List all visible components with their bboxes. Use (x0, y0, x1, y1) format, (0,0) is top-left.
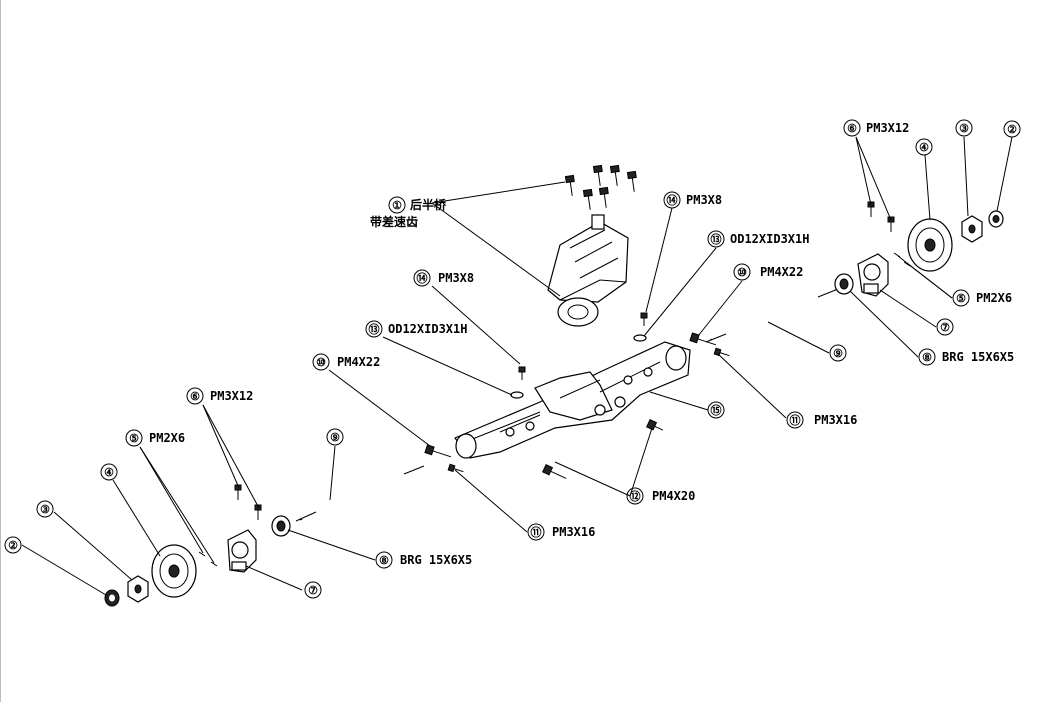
svg-text:PM3X8: PM3X8 (438, 271, 474, 285)
svg-text:OD12XID3X1H: OD12XID3X1H (730, 232, 809, 246)
svg-text:⑧: ⑧ (922, 351, 932, 364)
callout-11-right: ⑪ PM3X16 (786, 411, 857, 429)
callout-7-right: ⑦ (936, 318, 954, 336)
svg-text:PM2X6: PM2X6 (976, 291, 1012, 305)
callout-10-right: ⑩ PM4X22 (733, 263, 803, 281)
svg-text:OD12XID3X1H: OD12XID3X1H (388, 322, 467, 336)
callout-1: ① 后半桥 带差速齿 (370, 196, 447, 229)
right-bearing (834, 273, 854, 295)
callout-8-left: ⑧ BRG 15X6X5 (375, 551, 472, 569)
svg-text:PM4X22: PM4X22 (760, 265, 803, 279)
left-brake-disc (151, 544, 197, 598)
callout-3-right: ③ (955, 119, 973, 137)
svg-text:PM2X6: PM2X6 (149, 431, 185, 445)
svg-text:⑩: ⑩ (737, 266, 747, 279)
gearbox-screws (564, 164, 637, 210)
svg-text:⑥: ⑥ (190, 390, 200, 403)
callout-6-right: ⑥ PM3X12 (843, 119, 909, 137)
callout-13-right: ⑬ OD12XID3X1H (707, 230, 809, 248)
left-carrier-screws (234, 484, 262, 520)
svg-text:⑧: ⑧ (379, 554, 389, 567)
callout-15: ⑮ (707, 401, 725, 419)
left-bearing (271, 515, 291, 537)
callout-14-left: ⑭ PM3X8 (413, 269, 474, 287)
left-pins (198, 551, 218, 567)
svg-text:⑪: ⑪ (790, 413, 801, 427)
svg-text:BRG 15X6X5: BRG 15X6X5 (942, 350, 1014, 364)
svg-text:⑮: ⑮ (711, 403, 722, 417)
svg-text:BRG 15X6X5: BRG 15X6X5 (400, 553, 472, 567)
callout-4-left: ④ (100, 463, 118, 481)
callout-13-left: ⑬ OD12XID3X1H (365, 320, 467, 338)
svg-text:⑤: ⑤ (956, 292, 966, 305)
callout-10-left: ⑩ PM4X22 (312, 353, 380, 371)
right-brake-disc (907, 218, 953, 272)
svg-text:⑭: ⑭ (417, 271, 428, 285)
right-wheel-nut (988, 210, 1004, 228)
svg-text:②: ② (1007, 123, 1017, 136)
svg-text:后半桥: 后半桥 (410, 197, 447, 212)
svg-text:⑪: ⑪ (531, 525, 542, 539)
svg-text:⑬: ⑬ (711, 232, 722, 246)
leader-lines (21, 136, 1013, 596)
svg-text:①: ① (392, 199, 402, 212)
svg-text:②: ② (8, 539, 18, 552)
svg-text:⑦: ⑦ (940, 321, 950, 334)
svg-text:带差速齿: 带差速齿 (370, 214, 418, 229)
svg-text:PM4X20: PM4X20 (652, 489, 695, 503)
svg-text:PM3X8: PM3X8 (686, 193, 722, 207)
svg-text:PM3X16: PM3X16 (552, 525, 595, 539)
callout-8-right: ⑧ BRG 15X6X5 (918, 348, 1014, 366)
right-hub-carrier (857, 253, 889, 297)
svg-text:PM3X16: PM3X16 (814, 413, 857, 427)
left-axle-shaft (295, 465, 425, 522)
callout-6-left: ⑥ PM3X12 (186, 387, 253, 405)
callout-2-left: ② (4, 536, 22, 554)
svg-text:④: ④ (919, 141, 929, 154)
callout-5-right: ⑤ PM2X6 (952, 289, 1012, 307)
svg-text:⑦: ⑦ (308, 584, 318, 597)
callout-5-left: ⑤ PM2X6 (125, 429, 185, 447)
svg-text:⑫: ⑫ (630, 489, 641, 503)
callout-3-left: ③ (36, 500, 54, 518)
svg-text:PM4X22: PM4X22 (337, 355, 380, 369)
axle-housing (454, 341, 691, 459)
callout-11-left: ⑪ PM3X16 (527, 523, 595, 541)
svg-text:③: ③ (40, 503, 50, 516)
svg-text:⑥: ⑥ (847, 122, 857, 135)
callout-7-left: ⑦ (304, 581, 322, 599)
housing-fasteners (424, 312, 730, 479)
svg-text:PM3X12: PM3X12 (210, 389, 253, 403)
svg-text:⑨: ⑨ (833, 347, 843, 360)
callout-9-left: ⑨ (326, 428, 344, 446)
callout-2-right: ② (1003, 120, 1021, 138)
svg-text:⑤: ⑤ (129, 432, 139, 445)
callout-14-right: ⑭ PM3X8 (663, 191, 722, 209)
right-hex-hub (961, 215, 983, 243)
svg-text:③: ③ (959, 122, 969, 135)
svg-text:⑨: ⑨ (330, 431, 340, 444)
svg-text:⑩: ⑩ (316, 356, 326, 369)
left-hex-hub (127, 575, 149, 603)
right-axle-shaft (705, 288, 839, 343)
svg-text:④: ④ (104, 466, 114, 479)
callout-9-right: ⑨ (829, 344, 847, 362)
svg-text:⑬: ⑬ (369, 322, 380, 336)
left-wheel-nut (104, 589, 120, 607)
svg-text:PM3X12: PM3X12 (866, 121, 909, 135)
svg-text:⑭: ⑭ (667, 193, 678, 207)
callout-12: ⑫ PM4X20 (626, 487, 695, 505)
callout-4-right: ④ (915, 138, 933, 156)
differential-gearbox (547, 214, 629, 327)
left-hub-carrier (227, 529, 257, 573)
